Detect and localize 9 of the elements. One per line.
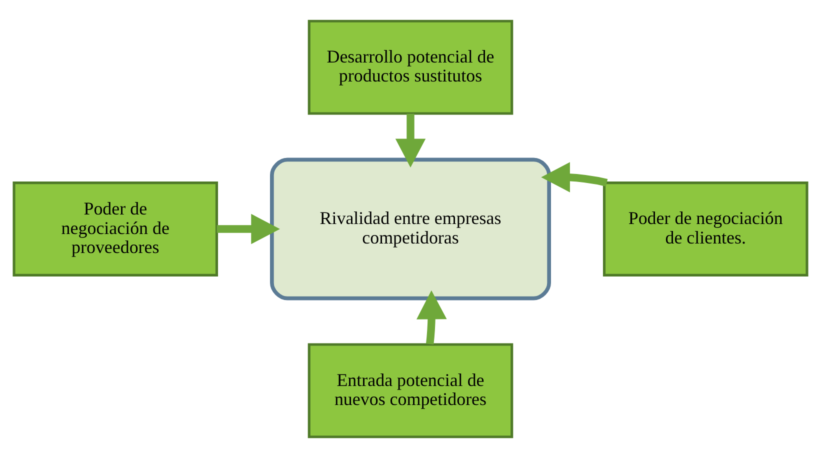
arrow <box>216 213 280 244</box>
arrow <box>395 113 426 168</box>
arrow <box>416 290 447 344</box>
node-box: Rivalidad entre empresas competidoras <box>270 157 551 300</box>
node-box: Desarrollo potencial de productos sustitutos <box>308 19 514 114</box>
node-box: Poder de negociación de proveedores <box>12 181 218 276</box>
node-box: Entrada potencial de nuevos competidores <box>308 342 514 438</box>
arrow <box>541 162 608 192</box>
node-box: Poder de negociación de clientes. <box>602 181 808 276</box>
